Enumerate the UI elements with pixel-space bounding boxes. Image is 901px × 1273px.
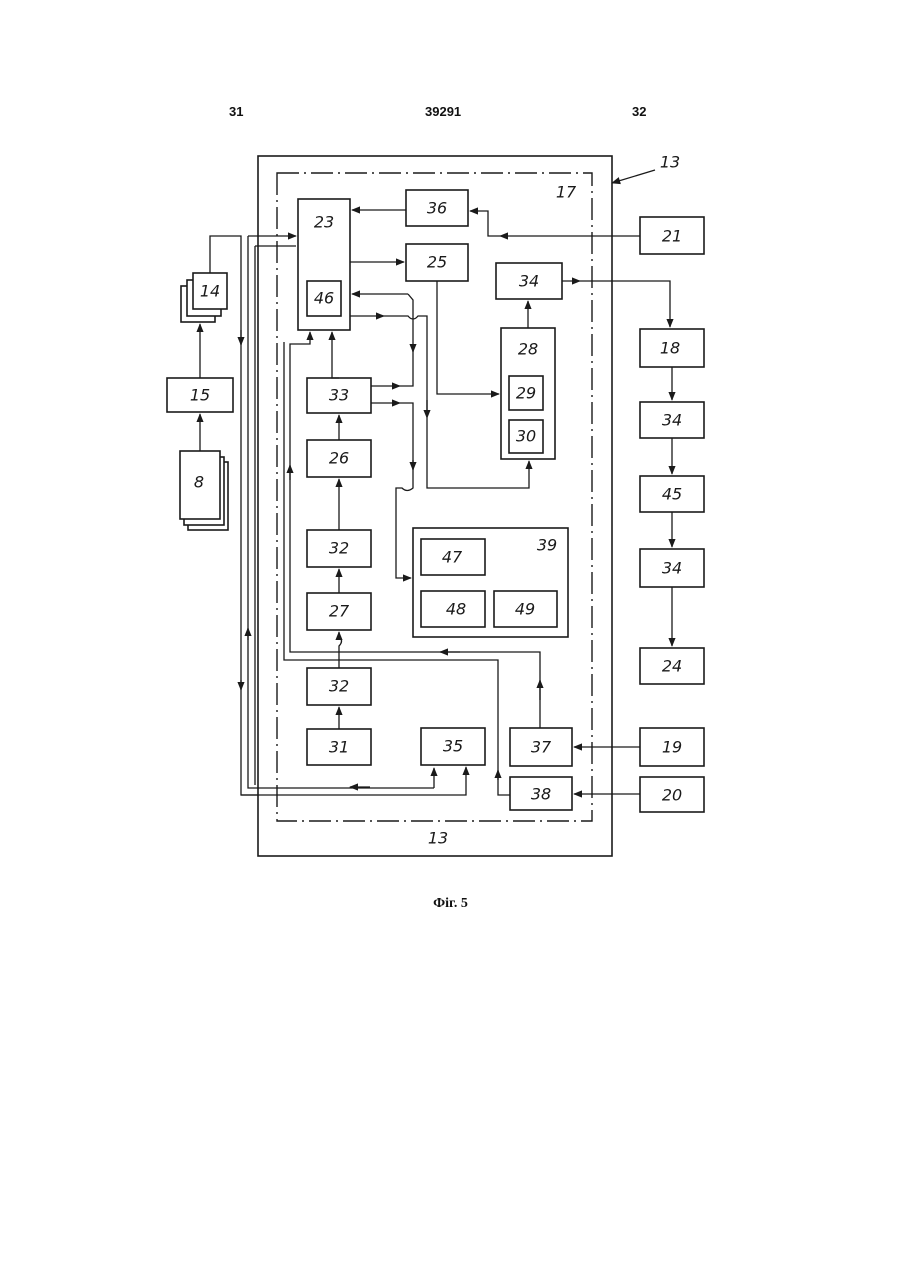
block-35: 35 (421, 728, 485, 765)
svg-text:31: 31 (329, 738, 349, 757)
svg-text:19: 19 (662, 738, 682, 757)
svg-text:36: 36 (427, 199, 447, 218)
block-25: 25 (406, 244, 468, 281)
block-15: 15 (167, 378, 233, 412)
connection-lines (200, 210, 672, 795)
block-36: 36 (406, 190, 468, 226)
svg-text:48: 48 (446, 600, 466, 619)
block-28: 28 29 30 (501, 328, 555, 459)
svg-text:45: 45 (662, 485, 682, 504)
svg-text:29: 29 (516, 384, 536, 403)
svg-text:49: 49 (515, 600, 535, 619)
block-45: 45 (640, 476, 704, 512)
svg-text:30: 30 (516, 427, 536, 446)
svg-text:33: 33 (329, 386, 349, 405)
svg-text:27: 27 (329, 602, 350, 621)
block-33: 33 (307, 378, 371, 413)
svg-text:34: 34 (519, 272, 539, 291)
block-32-upper: 32 (307, 530, 371, 567)
block-24: 24 (640, 648, 704, 684)
block-34-right-1: 34 (640, 402, 704, 438)
label-8: 8 (194, 473, 204, 492)
svg-text:47: 47 (442, 548, 463, 567)
block-18: 18 (640, 329, 704, 367)
svg-text:38: 38 (531, 785, 551, 804)
svg-text:15: 15 (190, 386, 210, 405)
block-14-stack: 14 (181, 273, 227, 322)
block-34-inner: 34 (496, 263, 562, 299)
block-19: 19 (640, 728, 704, 766)
block-8-stack: 8 (180, 451, 228, 530)
svg-text:20: 20 (662, 786, 682, 805)
svg-text:21: 21 (662, 227, 682, 246)
svg-text:34: 34 (662, 559, 682, 578)
block-34-right-2: 34 (640, 549, 704, 587)
block-21: 21 (640, 217, 704, 254)
figure-caption: Фіг. 5 (0, 896, 901, 912)
svg-text:18: 18 (660, 339, 680, 358)
block-37: 37 (510, 728, 572, 766)
block-39: 39 47 48 49 (413, 528, 568, 637)
svg-text:32: 32 (329, 677, 349, 696)
svg-text:39: 39 (537, 536, 557, 555)
svg-text:35: 35 (443, 737, 463, 756)
block-23: 23 46 (298, 199, 350, 330)
svg-text:32: 32 (329, 539, 349, 558)
block-26: 26 (307, 440, 371, 477)
label-13: 13 (660, 153, 680, 172)
svg-text:34: 34 (662, 411, 682, 430)
svg-text:24: 24 (662, 657, 682, 676)
block-32-lower: 32 (307, 668, 371, 705)
svg-text:37: 37 (531, 738, 552, 757)
svg-text:28: 28 (518, 340, 538, 359)
svg-text:23: 23 (314, 213, 334, 232)
svg-text:25: 25 (427, 253, 447, 272)
block-20: 20 (640, 777, 704, 812)
svg-text:46: 46 (314, 289, 334, 308)
label-17: 17 (556, 183, 577, 202)
leader-13 (612, 170, 655, 183)
svg-text:14: 14 (200, 282, 220, 301)
block-31: 31 (307, 729, 371, 765)
svg-text:26: 26 (329, 449, 349, 468)
block-38: 38 (510, 777, 572, 810)
label-13-bottom: 13 (428, 829, 448, 848)
block-27: 27 (307, 593, 371, 630)
